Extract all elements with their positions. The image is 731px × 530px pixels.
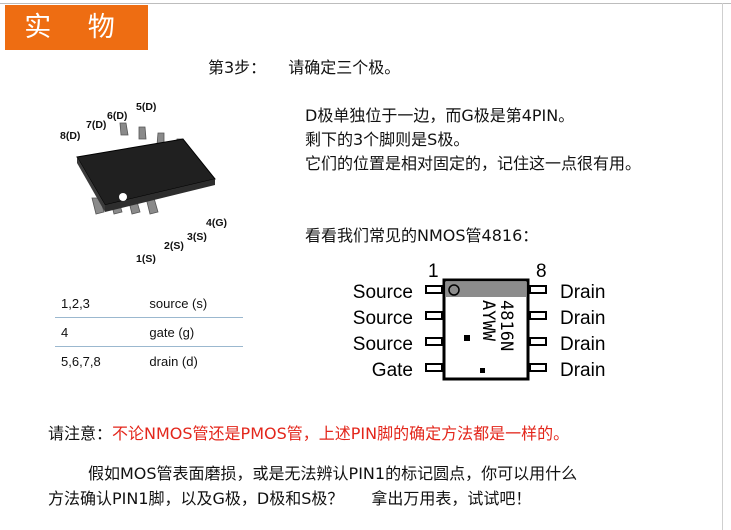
left-pin-stub xyxy=(425,285,443,294)
top-divider xyxy=(0,3,731,4)
pin-table: 1,2,3 source (s) 4 gate (g) 5,6,7,8 drai… xyxy=(55,289,243,375)
note-prefix: 请注意： xyxy=(48,424,113,443)
right-pin-label: Drain xyxy=(560,282,605,303)
table-cell-name: drain (d) xyxy=(149,353,198,369)
right-pin-stub xyxy=(529,337,547,346)
left-pin-label: Source xyxy=(353,334,413,355)
left-pin-stub xyxy=(425,311,443,320)
chip-marking-dot xyxy=(480,368,485,373)
left-pin-stub xyxy=(425,337,443,346)
left-pin-label: Gate xyxy=(372,360,413,381)
desc-line-3: 它们的位置是相对固定的，记住这一点很有用。 xyxy=(305,154,642,173)
note-line: 请注意：不论NMOS管还是PMOS管，上述PIN脚的确定方法都是一样的。 xyxy=(48,420,569,444)
table-row: 5,6,7,8 drain (d) xyxy=(55,347,243,376)
pin1-marker-circle xyxy=(448,284,460,296)
left-pin-label: Source xyxy=(353,282,413,303)
step-text: 请确定三个极。 xyxy=(288,58,401,77)
right-pin-label: Drain xyxy=(560,360,605,381)
table-row: 1,2,3 source (s) xyxy=(55,289,243,318)
question-line-2: 方法确认PIN1脚，以及G极，D极和S极？ xyxy=(48,489,344,508)
pinout-diagram: 1 8 Source Source Source Gate Drain Drai… xyxy=(353,261,606,381)
right-pin-stub xyxy=(529,363,547,372)
question-line-1: 假如MOS管表面磨损，或是无法辨认PIN1的标记圆点，你可以用什么 xyxy=(88,464,578,483)
pin-label-8: 8(D) xyxy=(60,130,80,142)
pin-label-4: 4(G) xyxy=(206,217,227,229)
desc-line-2: 剩下的3个脚则是S极。 xyxy=(305,130,470,149)
chip-dot xyxy=(464,335,470,341)
table-cell-pins: 4 xyxy=(55,317,120,347)
right-pin-stub xyxy=(529,311,547,320)
step-label: 第3步： xyxy=(208,58,267,77)
right-border xyxy=(722,3,723,530)
pin-label-1: 1(S) xyxy=(136,253,156,265)
right-pin-label: Drain xyxy=(560,334,605,355)
pin-label-3: 3(S) xyxy=(187,231,207,243)
chip-marking-line1: 4816N xyxy=(496,300,516,351)
question-paragraph: 假如MOS管表面磨损，或是无法辨认PIN1的标记圆点，你可以用什么 方法确认PI… xyxy=(48,461,698,511)
table-row: 4 gate (g) xyxy=(55,317,243,347)
page-title: 实 物 xyxy=(5,5,148,50)
left-pin-label: Source xyxy=(353,308,413,329)
nmos-intro: 看看我们常见的NMOS管4816： xyxy=(305,226,539,245)
pin-number-1: 1 xyxy=(428,261,439,282)
pin-label-6: 6(D) xyxy=(107,110,127,122)
pin1-dot xyxy=(119,193,127,201)
pin-label-7: 7(D) xyxy=(86,119,106,131)
table-cell-name: gate (g) xyxy=(119,317,243,347)
note-text: 不论NMOS管还是PMOS管，上述PIN脚的确定方法都是一样的。 xyxy=(112,424,570,443)
left-pin-stub xyxy=(425,363,443,372)
pin-label-2: 2(S) xyxy=(164,240,184,252)
soic8-package-illustration: 8(D) 7(D) 6(D) 5(D) 4(G) 3(S) 2(S) 1(S) xyxy=(60,101,227,265)
question-line-3: 拿出万用表，试试吧！ xyxy=(371,489,532,508)
right-pin-label: Drain xyxy=(560,308,605,329)
pin-description: D极单独位于一边，而G极是第4PIN。 剩下的3个脚则是S极。 它们的位置是相对… xyxy=(305,104,700,176)
table-cell-pins: 5,6,7,8 xyxy=(61,353,101,369)
chip-marking-line2: AYWW xyxy=(478,300,498,342)
desc-line-1: D极单独位于一边，而G极是第4PIN。 xyxy=(305,106,575,125)
table-cell-name: source (s) xyxy=(119,289,243,318)
pin-label-5: 5(D) xyxy=(136,101,156,113)
table-cell-pins: 1,2,3 xyxy=(55,289,120,318)
chip-top-band xyxy=(446,282,526,297)
right-pin-stub xyxy=(529,285,547,294)
pin-number-8: 8 xyxy=(536,261,547,282)
step-heading: 第3步： 请确定三个极。 xyxy=(208,54,400,78)
